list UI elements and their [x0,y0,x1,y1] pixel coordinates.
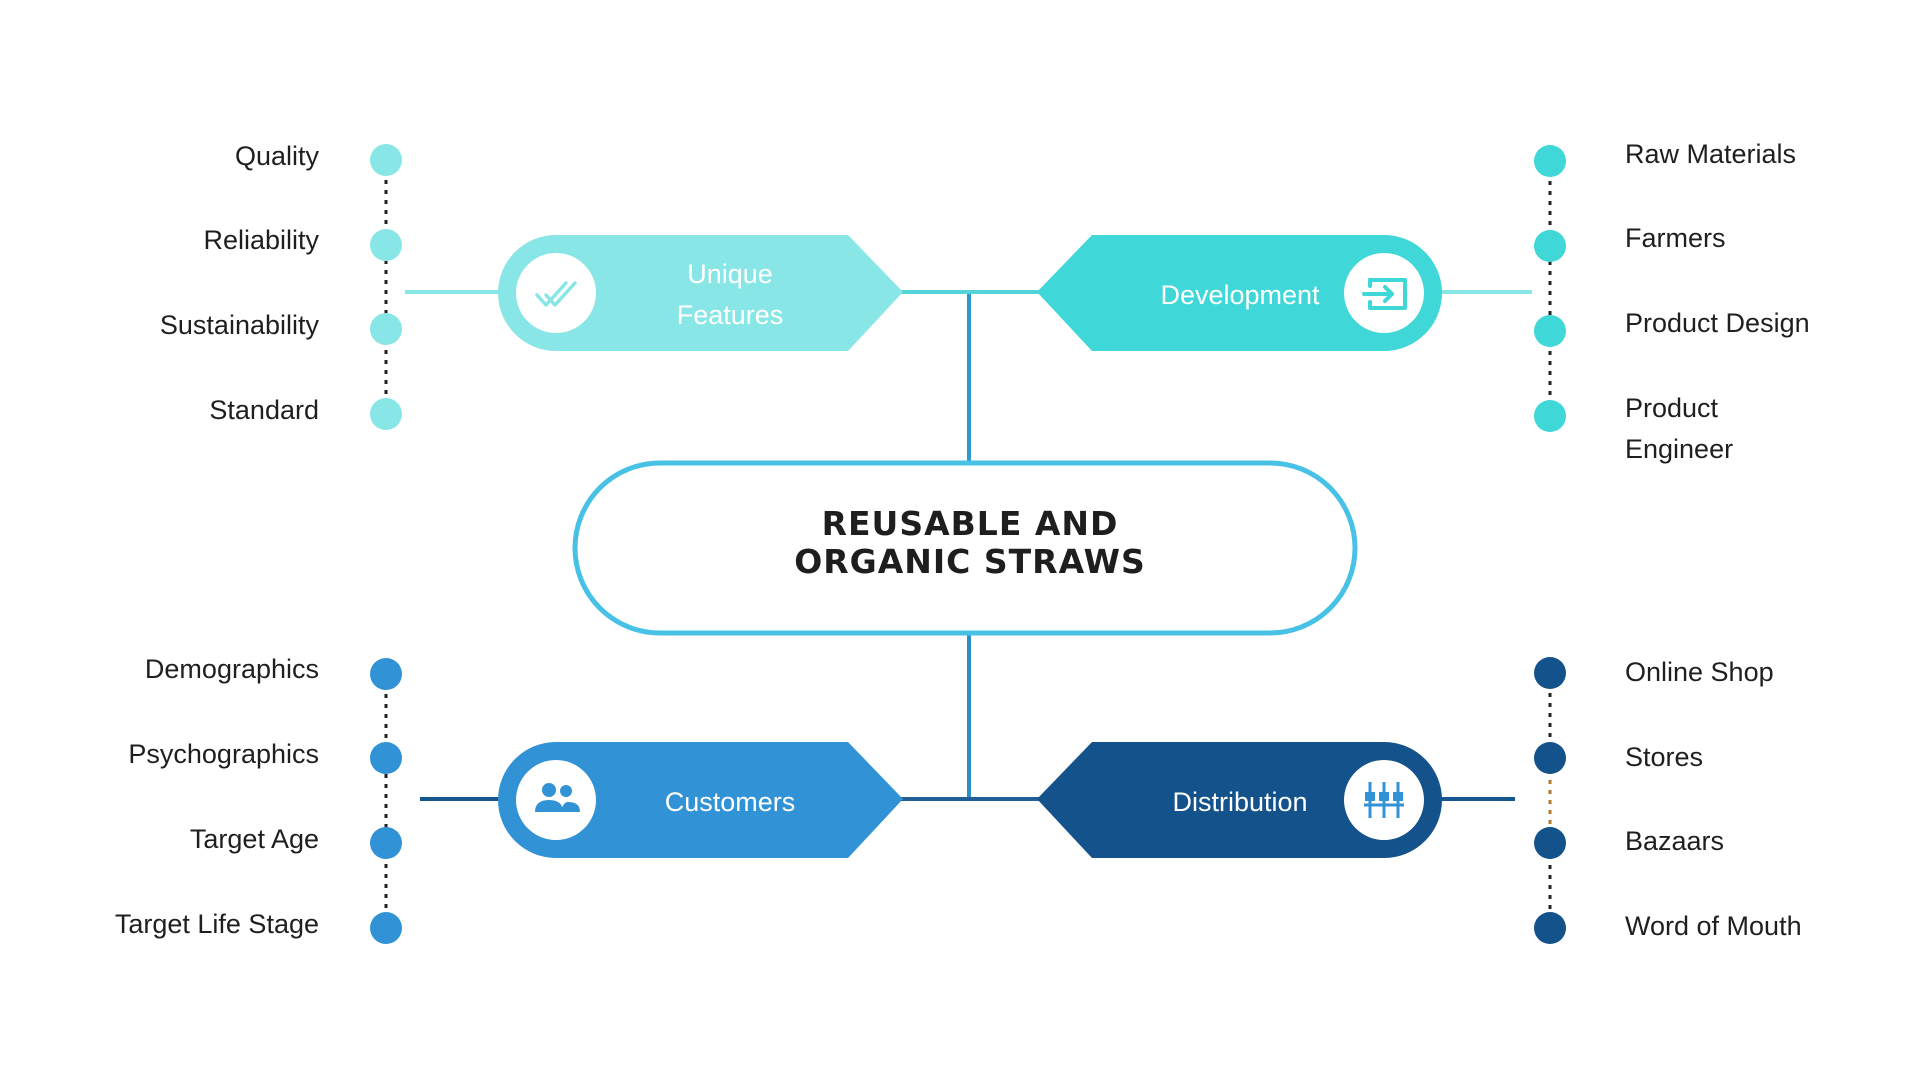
branch-label-unique-features-line-2: Features [676,300,784,330]
icon-circle-customers [516,760,596,840]
item-target-age: Target Age [189,824,319,854]
dot-development-2 [1534,230,1566,262]
item-quality: Quality [234,141,319,171]
center-title: REUSABLE AND ORGANIC STRAWS [580,505,1360,581]
center-title-line-2: ORGANIC STRAWS [794,542,1146,581]
dot-unique-features-2 [370,229,402,261]
dot-distribution-3 [1534,827,1566,859]
double-check-icon [535,281,577,307]
dot-distribution-2 [1534,742,1566,774]
dot-development-3 [1534,315,1566,347]
item-bazaars: Bazaars [1625,826,1725,856]
branch-label-customers: Customers [664,787,796,817]
dot-development-4 [1534,400,1566,432]
item-sustainability: Sustainability [159,310,319,340]
network-icon [1364,782,1404,818]
item-reliability: Reliability [203,225,319,255]
item-raw-materials: Raw Materials [1625,139,1797,169]
branch-label-development: Development [1160,280,1320,310]
dot-customers-1 [370,658,402,690]
pill-distribution [1037,742,1442,858]
item-online-shop: Online Shop [1625,657,1774,687]
pill-development [1037,235,1442,351]
branch-label-unique-features-line-1: Unique [687,259,773,289]
dot-development-1 [1534,145,1566,177]
item-target-life-stage: Target Life Stage [114,909,319,939]
dot-unique-features-4 [370,398,402,430]
dot-distribution-4 [1534,912,1566,944]
item-stores: Stores [1625,742,1704,772]
dot-unique-features-1 [370,144,402,176]
center-title-line-1: REUSABLE AND [821,504,1119,543]
item-product-design: Product Design [1625,308,1810,338]
branch-label-unique-features: Unique Features [620,254,840,336]
center-title-box [572,460,1358,636]
dot-unique-features-3 [370,313,402,345]
item-product-engineer: Product Engineer [1625,393,1734,464]
item-standard: Standard [209,395,319,425]
enter-box-icon [1362,278,1407,310]
item-demographics: Demographics [144,654,319,684]
dot-customers-4 [370,912,402,944]
item-farmers: Farmers [1625,223,1726,253]
item-dots [370,144,1566,944]
dot-customers-2 [370,742,402,774]
people-icon [535,783,580,812]
pill-unique-features [498,235,903,351]
item-word-of-mouth: Word of Mouth [1625,911,1802,941]
dot-customers-3 [370,827,402,859]
item-psychographics: Psychographics [128,739,319,769]
dot-distribution-1 [1534,657,1566,689]
branch-label-distribution: Distribution [1172,787,1308,817]
pill-customers [498,742,903,858]
